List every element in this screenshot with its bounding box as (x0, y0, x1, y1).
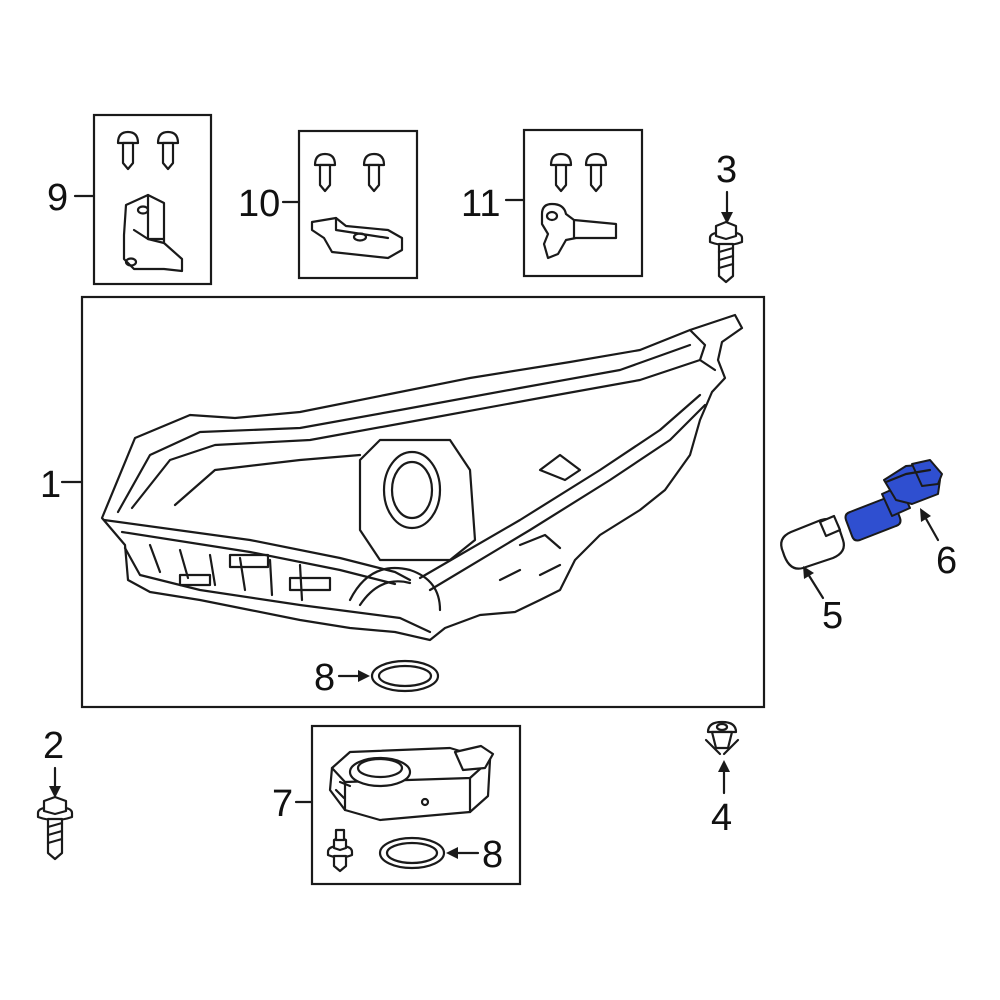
callout-1: 1 (40, 464, 61, 506)
callout-5: 5 (822, 595, 843, 637)
kit-10-screw-right[interactable] (362, 152, 386, 193)
kit-11-screw-left[interactable] (549, 152, 573, 193)
kit-11-bracket[interactable] (540, 202, 618, 260)
arrow-2 (49, 766, 61, 798)
kit-10-screw-left[interactable] (313, 152, 337, 193)
part-5-wedge-bulb[interactable] (780, 514, 845, 570)
arrow-6 (920, 508, 940, 542)
part-3-flange-bolt[interactable] (708, 220, 744, 284)
part-1-headlamp-assembly[interactable] (100, 313, 744, 642)
callout-6: 6 (936, 540, 957, 582)
kit-10-bracket[interactable] (310, 216, 404, 260)
arrow-8-upper (337, 670, 370, 682)
kit-9-box (92, 113, 213, 286)
kit-10-box (297, 129, 419, 280)
headlamp-assembly-box (80, 295, 766, 709)
callout-11: 11 (461, 183, 500, 225)
part-8-o-ring-lower[interactable] (378, 836, 446, 870)
kit-7-box (310, 724, 522, 886)
part-6-headlamp-bulb-highlighted[interactable] (844, 459, 943, 542)
part-7-ballast-module[interactable] (328, 744, 495, 822)
arrow-4 (718, 760, 730, 795)
kit-10-group (297, 129, 419, 280)
kit-9-screw-right[interactable] (156, 130, 180, 171)
callout-2: 2 (43, 725, 64, 767)
callout-9: 9 (47, 177, 68, 219)
kit-11-screw-right[interactable] (584, 152, 608, 193)
callout-3: 3 (716, 149, 737, 191)
callout-7: 7 (272, 783, 293, 825)
callout-8-lower: 8 (482, 834, 503, 876)
kit-9-group (92, 113, 213, 286)
callout-8-upper: 8 (314, 657, 335, 699)
part-2-flange-bolt[interactable] (36, 795, 74, 861)
kit-9-bracket[interactable] (122, 193, 184, 273)
arrow-8-lower (446, 847, 480, 859)
part-7-screw[interactable] (326, 828, 354, 873)
callout-4: 4 (711, 797, 732, 839)
arrow-3 (721, 190, 733, 224)
kit-11-group (522, 128, 644, 278)
part-4-clip[interactable] (704, 720, 740, 756)
callout-10: 10 (238, 183, 280, 225)
arrow-5 (803, 566, 825, 600)
part-8-o-ring-upper[interactable] (370, 659, 440, 693)
kit-11-box (522, 128, 644, 278)
kit-9-screw-left[interactable] (116, 130, 140, 171)
